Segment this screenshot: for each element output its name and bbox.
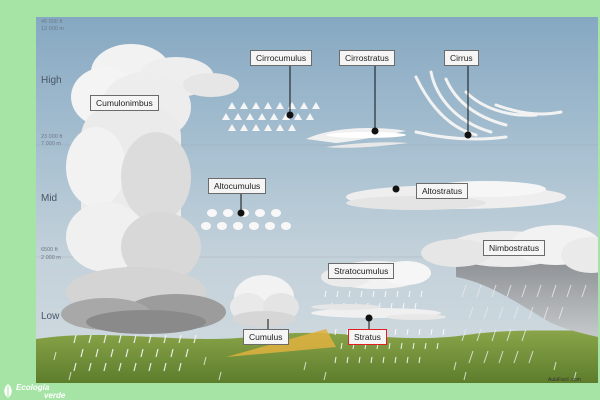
cumulus-cloud [230, 275, 299, 327]
stratus-dot [365, 314, 373, 322]
altocumulus-dot [237, 209, 245, 217]
nimbostratus-rain [461, 284, 587, 364]
label-nimbostratus: Nimbostratus [483, 240, 546, 256]
label-cirrostratus: Cirrostratus [339, 50, 395, 66]
ground [36, 329, 598, 383]
image-credit: AulaFacil .com [548, 377, 581, 383]
ecologia-verde-logo: Ecología verde [2, 383, 82, 400]
label-cirrus: Cirrus [444, 50, 479, 66]
altitude-mark-2000m: 2 000 m [41, 255, 61, 261]
label-stratocumulus: Stratocumulus [328, 263, 395, 279]
leaf-icon [4, 384, 12, 398]
cirrostratus-cloud [306, 128, 408, 148]
cloud-types-diagram: 45 000 ft 13 000 m High 23 000 ft 7 000 … [36, 17, 598, 383]
cloud-illustration [36, 17, 598, 383]
altitude-label-mid: Mid [41, 193, 58, 204]
cirrostratus-dot [371, 127, 379, 135]
label-altocumulus: Altocumulus [208, 178, 267, 194]
cumulonimbus-rain [73, 334, 197, 372]
altostratus-dot [392, 185, 400, 193]
logo-text-ecologia: Ecología [16, 383, 50, 392]
altitude-mark-45000ft: 45 000 ft [41, 19, 63, 25]
label-cirrocumulus: Cirrocumulus [250, 50, 313, 66]
ground-rain [53, 351, 577, 381]
altitude-mark-7000m: 7 000 m [41, 141, 61, 147]
cirrus-dot [464, 131, 472, 139]
altitude-mark-13000m: 13 000 m [41, 26, 64, 32]
label-cumulonimbus: Cumulonimbus [90, 95, 159, 111]
label-cumulus: Cumulus [243, 329, 289, 345]
altitude-label-high: High [41, 75, 62, 86]
cirrocumulus-cloud [222, 102, 320, 131]
logo-text-verde: verde [44, 391, 66, 400]
altitude-mark-6500ft: 6500 ft [41, 247, 58, 253]
cumulonimbus-cloud [61, 44, 239, 334]
altitude-mark-23000ft: 23 000 ft [41, 134, 63, 140]
stratus-cloud [311, 304, 446, 320]
label-altostratus: Altostratus [416, 183, 469, 199]
label-stratus-highlighted: Stratus [348, 329, 387, 345]
cirrocumulus-dot [286, 111, 294, 119]
altitude-label-low: Low [41, 311, 60, 322]
